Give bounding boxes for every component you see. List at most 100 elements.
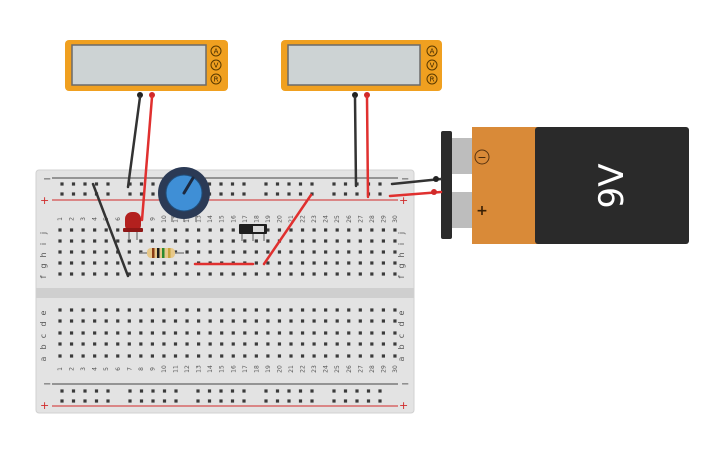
rail-hole[interactable] — [275, 182, 280, 186]
terminal-hole[interactable] — [81, 331, 85, 335]
terminal-hole[interactable] — [370, 250, 374, 254]
battery-9v[interactable]: − + 9V — [441, 127, 689, 244]
terminal-hole[interactable] — [277, 272, 282, 276]
terminal-hole[interactable] — [69, 319, 74, 323]
rail-hole[interactable] — [230, 182, 235, 186]
terminal-hole[interactable] — [173, 319, 178, 323]
terminal-hole[interactable] — [289, 354, 293, 358]
terminal-hole[interactable] — [58, 272, 62, 276]
rail-hole[interactable] — [60, 182, 64, 186]
terminal-hole[interactable] — [127, 250, 131, 254]
terminal-hole[interactable] — [58, 331, 62, 335]
rail-hole[interactable] — [71, 182, 76, 186]
multimeter-right-positive-probe[interactable] — [364, 92, 370, 98]
terminal-hole[interactable] — [324, 342, 328, 346]
terminal-hole[interactable] — [150, 239, 154, 243]
terminal-hole[interactable] — [300, 354, 305, 358]
terminal-hole[interactable] — [335, 250, 339, 254]
terminal-hole[interactable] — [173, 228, 178, 232]
terminal-hole[interactable] — [381, 261, 385, 265]
terminal-hole[interactable] — [197, 250, 201, 254]
terminal-hole[interactable] — [300, 331, 305, 335]
terminal-hole[interactable] — [324, 331, 328, 335]
rail-hole[interactable] — [94, 389, 99, 393]
terminal-hole[interactable] — [220, 250, 224, 254]
terminal-hole[interactable] — [173, 272, 178, 276]
terminal-hole[interactable] — [358, 354, 362, 358]
terminal-hole[interactable] — [370, 272, 374, 276]
terminal-hole[interactable] — [81, 239, 85, 243]
rail-hole[interactable] — [275, 192, 280, 196]
terminal-hole[interactable] — [324, 308, 328, 312]
terminal-hole[interactable] — [231, 228, 235, 232]
terminal-hole[interactable] — [300, 319, 305, 323]
terminal-hole[interactable] — [254, 342, 258, 346]
terminal-hole[interactable] — [254, 354, 258, 358]
terminal-hole[interactable] — [370, 331, 374, 335]
rail-hole[interactable] — [230, 389, 235, 393]
terminal-hole[interactable] — [231, 331, 235, 335]
terminal-hole[interactable] — [393, 272, 397, 276]
rail-hole[interactable] — [366, 399, 371, 403]
terminal-hole[interactable] — [335, 239, 339, 243]
rail-hole[interactable] — [151, 399, 155, 403]
terminal-hole[interactable] — [162, 342, 166, 346]
terminal-hole[interactable] — [127, 319, 131, 323]
terminal-hole[interactable] — [393, 342, 397, 346]
rail-hole[interactable] — [139, 192, 144, 196]
terminal-hole[interactable] — [185, 319, 189, 323]
terminal-hole[interactable] — [93, 342, 97, 346]
terminal-hole[interactable] — [277, 331, 282, 335]
terminal-hole[interactable] — [93, 239, 97, 243]
terminal-hole[interactable] — [231, 250, 235, 254]
rail-hole[interactable] — [207, 182, 212, 186]
rail-hole[interactable] — [151, 192, 155, 196]
terminal-hole[interactable] — [58, 228, 62, 232]
terminal-hole[interactable] — [69, 261, 74, 265]
terminal-hole[interactable] — [58, 308, 62, 312]
terminal-hole[interactable] — [150, 272, 154, 276]
multimeter-left[interactable]: A V R — [65, 40, 228, 98]
terminal-hole[interactable] — [162, 228, 166, 232]
terminal-hole[interactable] — [277, 228, 282, 232]
terminal-hole[interactable] — [358, 331, 362, 335]
terminal-hole[interactable] — [139, 308, 143, 312]
rail-hole[interactable] — [83, 399, 87, 403]
wire-battery-negative[interactable] — [390, 177, 443, 186]
terminal-hole[interactable] — [347, 250, 351, 254]
terminal-hole[interactable] — [208, 308, 212, 312]
terminal-hole[interactable] — [220, 342, 224, 346]
terminal-hole[interactable] — [58, 342, 62, 346]
rail-hole[interactable] — [332, 389, 336, 393]
terminal-hole[interactable] — [93, 319, 97, 323]
rail-hole[interactable] — [310, 389, 314, 393]
terminal-hole[interactable] — [289, 319, 293, 323]
terminal-hole[interactable] — [335, 331, 339, 335]
resistor[interactable] — [140, 248, 184, 258]
terminal-hole[interactable] — [81, 354, 85, 358]
terminal-hole[interactable] — [393, 354, 397, 358]
terminal-hole[interactable] — [139, 331, 143, 335]
terminal-hole[interactable] — [185, 228, 189, 232]
terminal-hole[interactable] — [93, 354, 97, 358]
terminal-hole[interactable] — [243, 250, 247, 254]
rail-hole[interactable] — [106, 389, 110, 393]
terminal-hole[interactable] — [243, 331, 247, 335]
rail-hole[interactable] — [196, 399, 200, 403]
terminal-hole[interactable] — [81, 272, 85, 276]
terminal-hole[interactable] — [370, 354, 374, 358]
terminal-hole[interactable] — [104, 239, 108, 243]
terminal-hole[interactable] — [254, 319, 258, 323]
terminal-hole[interactable] — [104, 319, 108, 323]
terminal-hole[interactable] — [208, 354, 212, 358]
terminal-hole[interactable] — [381, 342, 385, 346]
wire-black-jumper[interactable] — [91, 182, 130, 278]
rail-hole[interactable] — [275, 389, 280, 393]
terminal-hole[interactable] — [324, 354, 328, 358]
terminal-hole[interactable] — [347, 342, 351, 346]
wire-meter-right-com[interactable] — [353, 95, 358, 188]
terminal-hole[interactable] — [300, 239, 305, 243]
terminal-hole[interactable] — [139, 342, 143, 346]
